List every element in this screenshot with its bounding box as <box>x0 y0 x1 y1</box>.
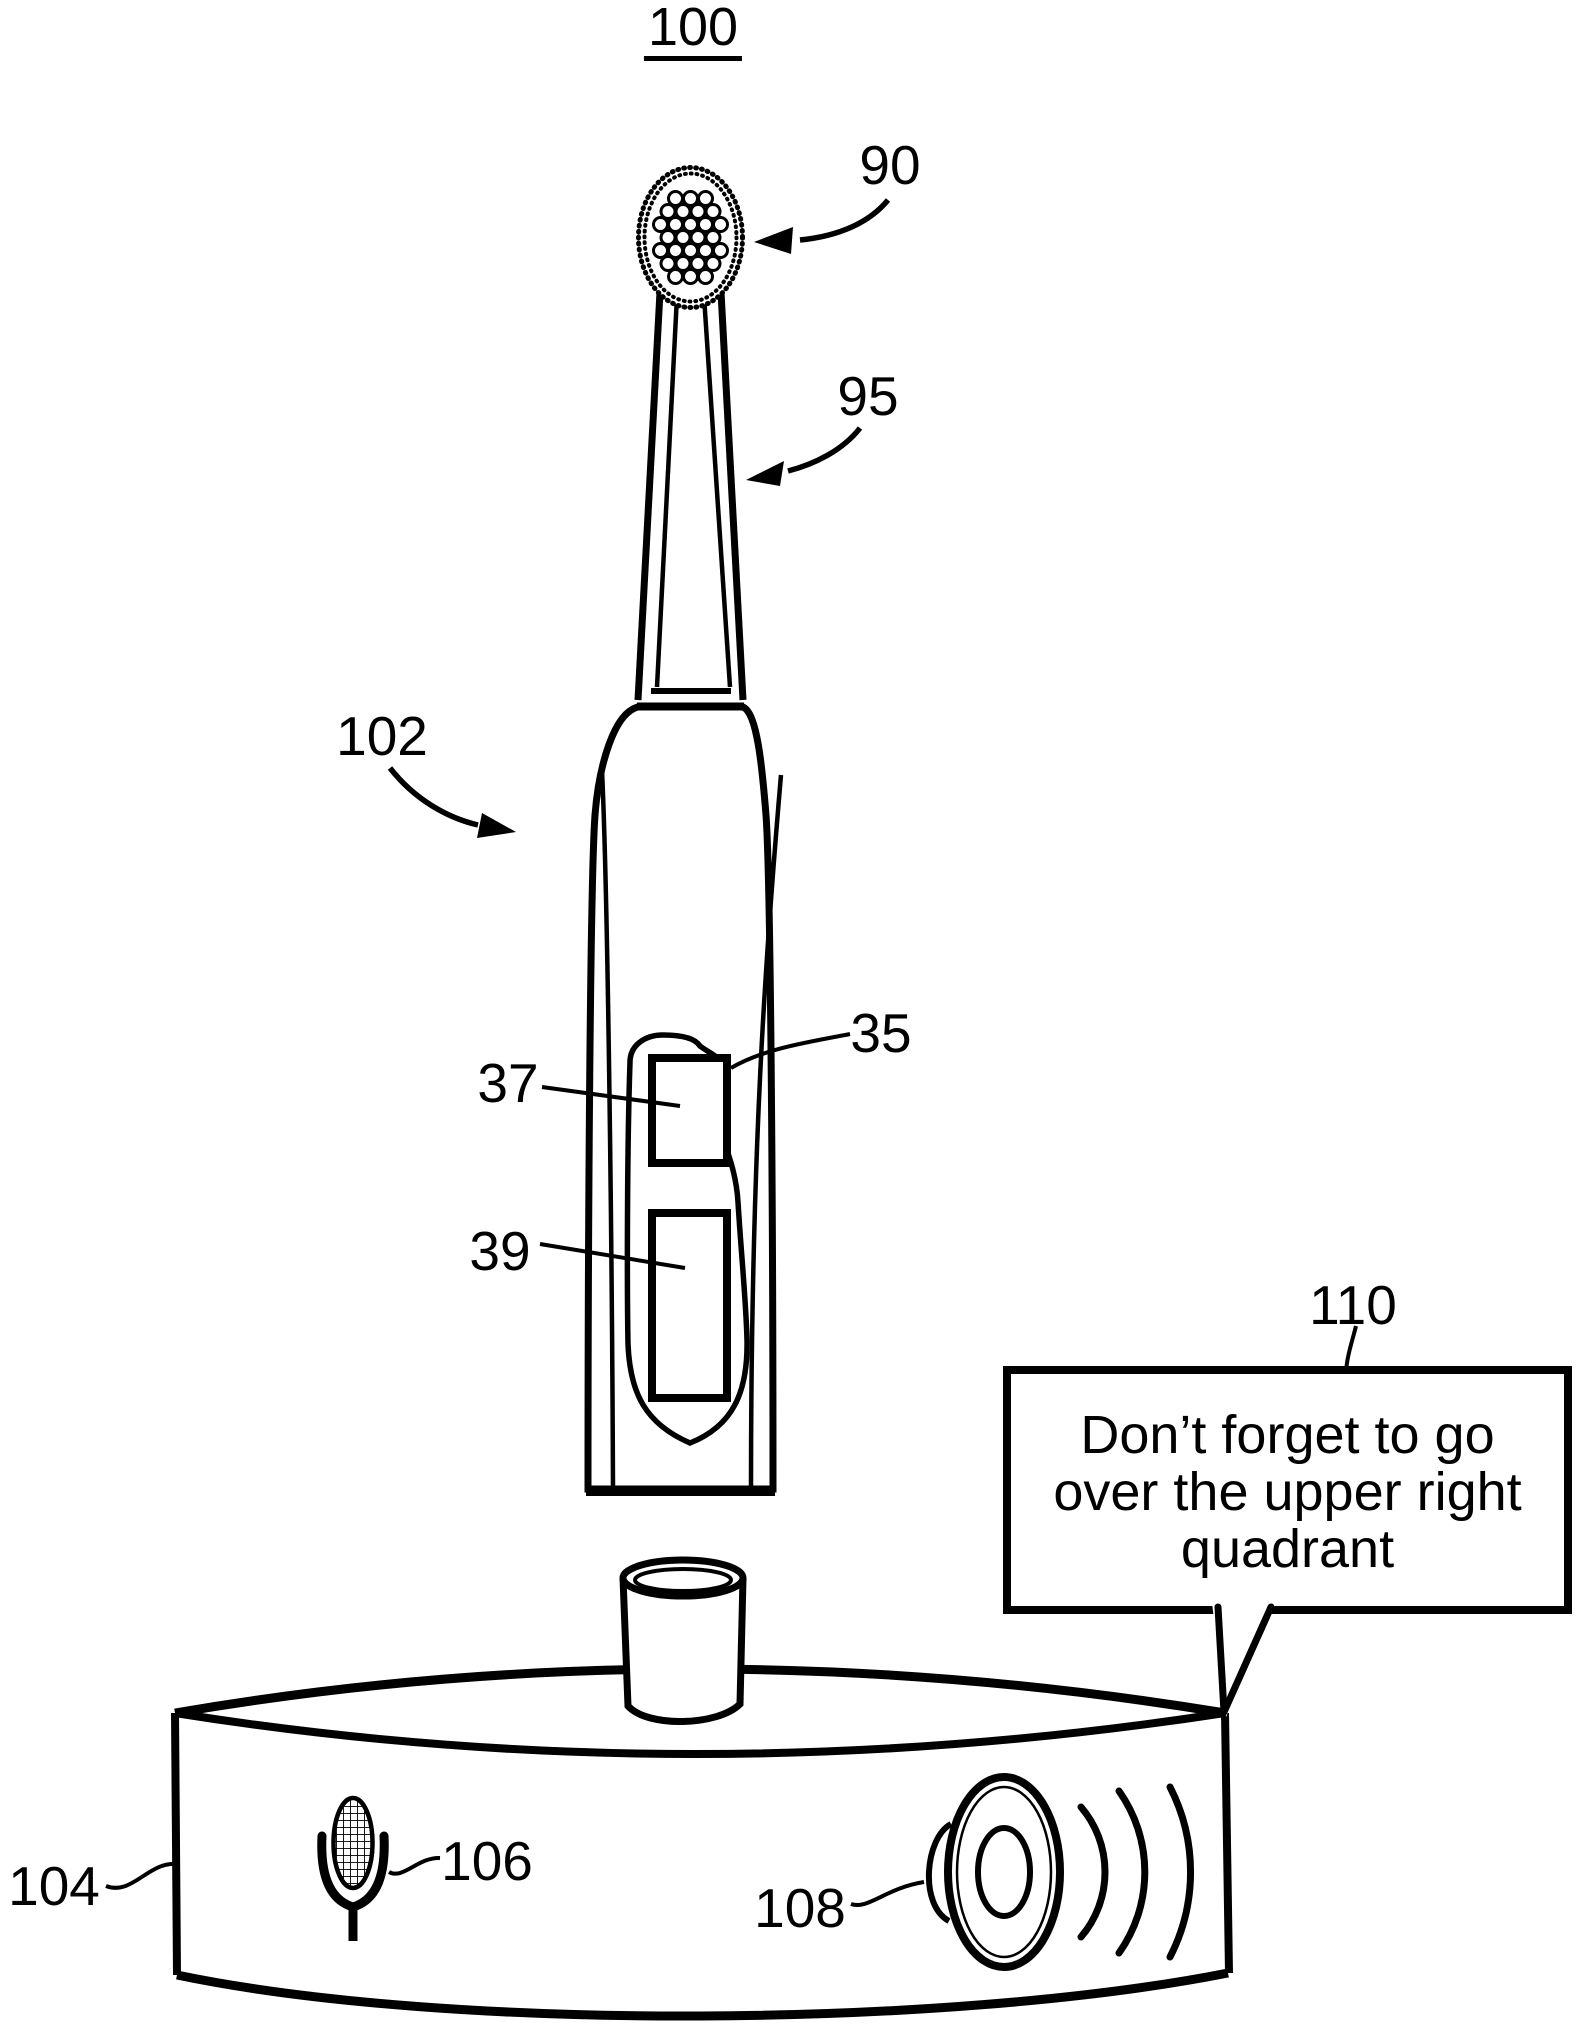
ref-label-106: 106 <box>441 1830 533 1892</box>
toothbrush-neck <box>634 291 747 710</box>
ref-label-102: 102 <box>336 705 428 767</box>
ref-label-95: 95 <box>837 365 899 427</box>
display-panel <box>624 1032 750 1446</box>
leader-110 <box>1344 1325 1358 1373</box>
ref-label-90: 90 <box>859 134 921 196</box>
speech-bubble-line: quadrant <box>1180 1518 1395 1579</box>
sound-waves-icon <box>1077 1783 1195 1961</box>
arrow-to-head <box>754 198 891 254</box>
leader-37 <box>541 1085 681 1108</box>
leader-lines <box>105 1032 1358 1907</box>
ref-label-39: 39 <box>469 1220 531 1282</box>
ref-label-108: 108 <box>754 1877 846 1939</box>
arrow-to-neck <box>746 426 863 486</box>
leader-104 <box>105 1861 177 1890</box>
brush-bristles <box>652 190 729 285</box>
leader-35 <box>729 1032 851 1070</box>
toothbrush-head <box>636 165 745 310</box>
ref-label-35: 35 <box>850 1002 912 1064</box>
speech-bubble-line: Don’t forget to go <box>1080 1404 1495 1465</box>
charging-post <box>619 1556 747 1725</box>
speech-bubble-shape <box>1003 1366 1572 1717</box>
leader-108 <box>850 1880 925 1907</box>
leader-106 <box>388 1855 441 1876</box>
speech-bubble: Don’t forget to go over the upper right … <box>1010 1377 1565 1607</box>
figure-number: 100 <box>643 0 743 61</box>
upper-button <box>648 1054 731 1167</box>
ref-label-104: 104 <box>8 1855 100 1917</box>
microphone-icon <box>317 1795 389 1941</box>
lower-button <box>648 1209 731 1402</box>
ref-label-110: 110 <box>1309 1274 1397 1336</box>
speaker-icon <box>926 1773 1064 1971</box>
speech-bubble-line: over the upper right <box>1053 1461 1522 1522</box>
toothbrush-handle <box>584 703 784 1496</box>
ref-label-37: 37 <box>477 1052 539 1114</box>
arrow-to-handle <box>387 766 516 838</box>
charging-base <box>171 1556 1233 2021</box>
leader-39 <box>539 1242 686 1270</box>
